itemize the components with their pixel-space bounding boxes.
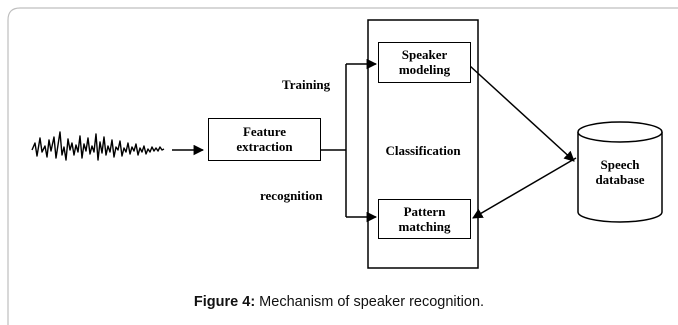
database-cylinder-icon (577, 121, 663, 223)
arrow-to-database (469, 65, 575, 162)
speaker-modeling-label: Speaker modeling (378, 47, 471, 77)
recognition-label: recognition (260, 188, 323, 203)
frame-border (7, 7, 678, 325)
pattern-matching-label: Pattern matching (378, 204, 471, 234)
speaker-modeling-line1: Speaker (401, 47, 448, 62)
speech-database-line2: database (595, 172, 645, 187)
speech-database-label: Speech database (578, 157, 662, 187)
caption-text: Mechanism of speaker recognition. (255, 294, 485, 310)
feature-extraction-line2: extraction (236, 139, 293, 154)
feature-extraction-label: Feature extraction (208, 124, 321, 154)
figure-caption: Figure 4: Mechanism of speaker recogniti… (0, 294, 678, 310)
speech-database-line1: Speech (600, 157, 640, 172)
speech-waveform-icon (31, 131, 165, 161)
caption-prefix: Figure 4: (193, 294, 256, 310)
speaker-modeling-box (378, 42, 471, 83)
classification-container (367, 19, 479, 269)
pattern-matching-box (378, 199, 471, 239)
classification-label: Classification (385, 143, 461, 158)
pattern-matching-line2: matching (398, 219, 451, 234)
speaker-modeling-line2: modeling (398, 62, 451, 77)
training-label: Training (282, 77, 331, 92)
arrow-from-database (472, 157, 577, 219)
pattern-matching-line1: Pattern (403, 204, 446, 219)
feature-extraction-line1: Feature (242, 124, 287, 139)
feature-extraction-box (208, 118, 321, 161)
